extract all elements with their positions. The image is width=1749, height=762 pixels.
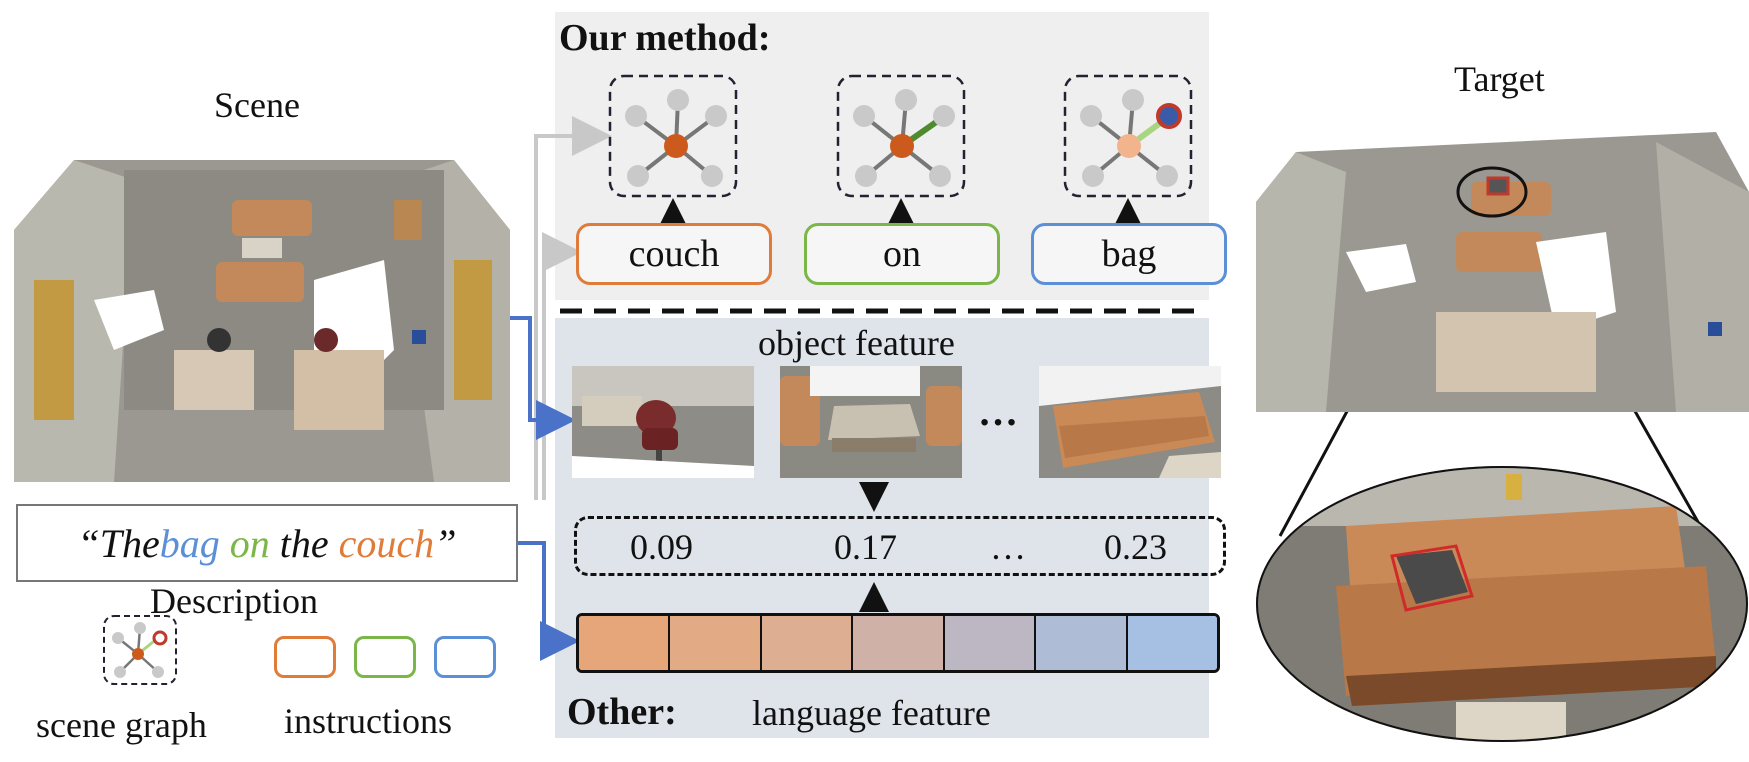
object-image-table [780,366,962,478]
language-cell [579,616,671,670]
word-bag: bag [1101,233,1157,275]
couch-node-faded [1117,134,1141,158]
legend-instruction-blue [434,636,496,678]
language-cell [670,616,762,670]
method-title: Our method: [559,17,771,59]
language-cell [1036,616,1128,670]
scene-label: Scene [214,85,300,125]
legend-instructions-label: instructions [284,701,452,741]
desc-couch: couch [338,520,435,566]
score-3: 0.23 [1104,527,1167,567]
language-cell [853,616,945,670]
target-zoom-image [1256,466,1748,742]
gray-arrow-to-graph [534,116,612,500]
language-cell [944,616,1037,670]
target-label: Target [1454,59,1545,99]
score-1: 0.09 [630,527,693,567]
target-scene-image [1256,132,1749,412]
legend-scene-graph-label: scene graph [36,705,207,745]
bag-node [1156,103,1182,129]
object-image-couch [1039,366,1221,478]
other-title: Other: [567,691,677,733]
word-box-couch: couch [576,223,772,285]
score-box [574,516,1226,576]
open-quote: “ [77,520,100,566]
close-quote: ” [434,520,457,566]
object-feature-label: object feature [758,323,955,363]
couch-node [664,134,688,158]
blue-arrow-scene-to-objects [508,316,576,440]
gray-arrow-to-word [542,232,582,500]
language-cell [1127,616,1217,670]
object-image-chair [572,366,754,478]
word-on: on [883,233,921,275]
language-feature-bar [576,613,1220,673]
language-feature-label: language feature [752,693,991,733]
desc-on: on [229,520,270,566]
word-box-on: on [804,223,1000,285]
word-box-bag: bag [1031,223,1227,285]
language-cell [761,616,854,670]
score-ellipsis: … [990,527,1026,567]
scene-graph-bag [1063,74,1193,198]
desc-the: The [99,520,160,566]
object-ellipsis: … [978,389,1018,434]
legend-instruction-green [354,636,416,678]
score-2: 0.17 [834,527,897,567]
desc-bag: bag [159,520,220,566]
description-caption: Description [150,581,318,621]
blue-arrow-description-to-language [518,541,580,661]
desc-the-2: the [279,520,329,566]
legend-scene-graph-icon [103,615,177,685]
description-box: “The bag on the couch” [16,504,518,582]
scene-graph-on [836,74,966,198]
couch-node [890,134,914,158]
scene-graph-couch [608,74,738,198]
legend-instruction-orange [274,636,336,678]
scene-image [14,160,510,482]
word-couch: couch [628,233,720,275]
